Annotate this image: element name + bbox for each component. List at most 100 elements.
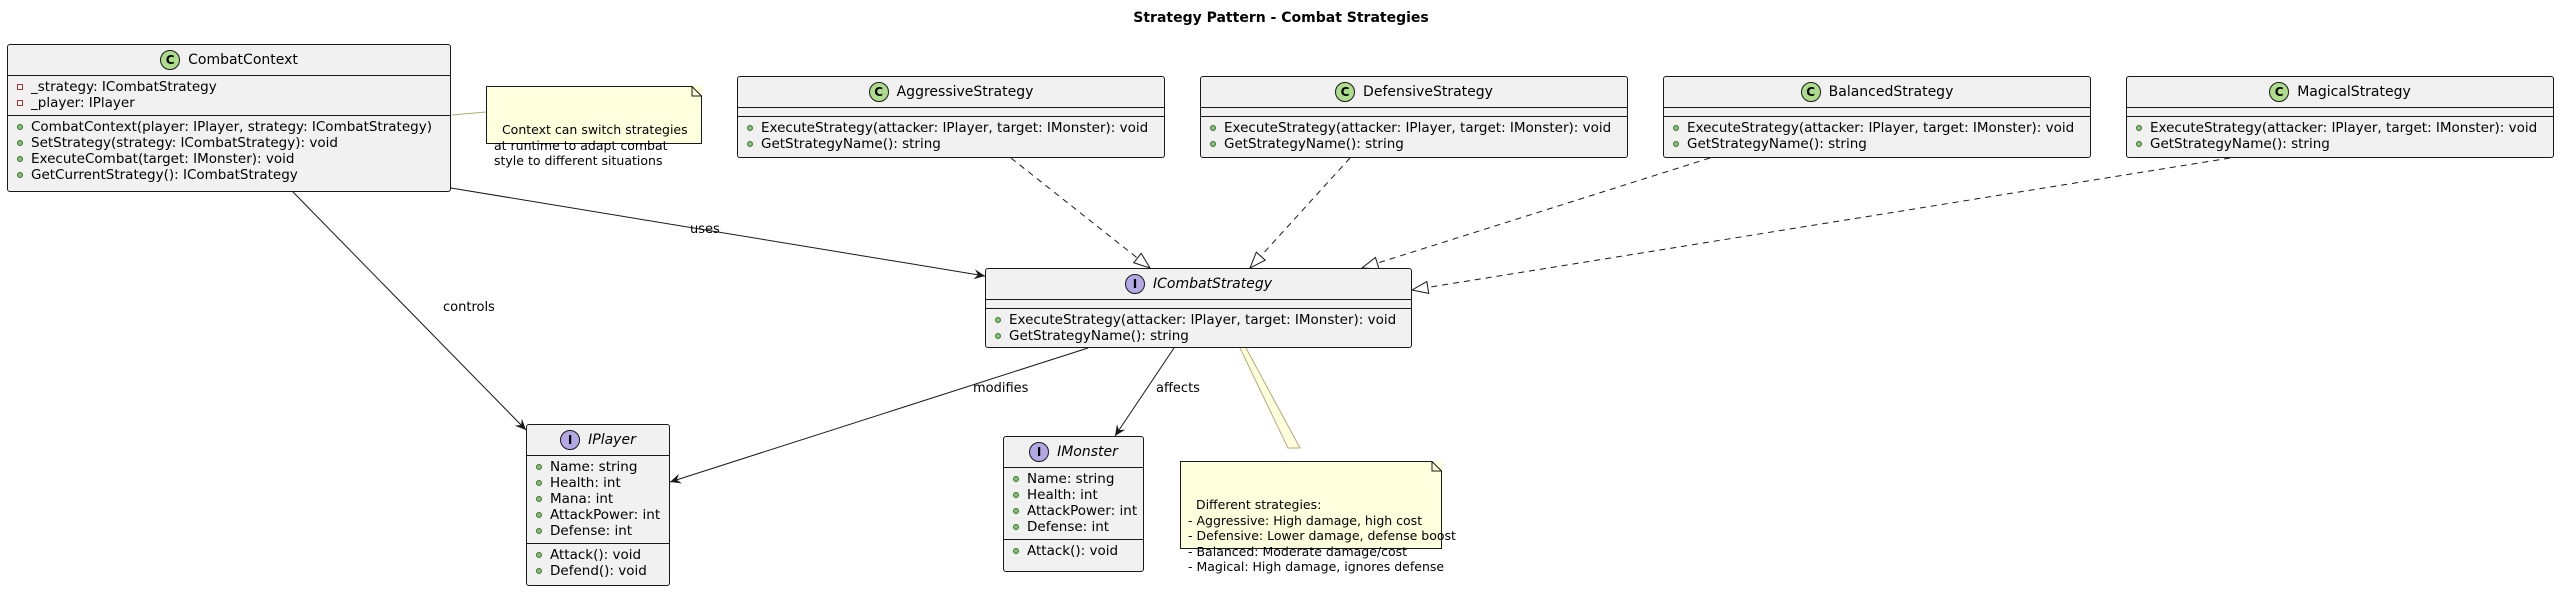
- fields-section: [986, 299, 1411, 308]
- method-text: ExecuteStrategy(attacker: IPlayer, targe…: [1009, 312, 1397, 328]
- methods-section: Attack(): void Defend(): void: [527, 543, 669, 583]
- method-row: ExecuteStrategy(attacker: IPlayer, targe…: [1664, 120, 2090, 136]
- method-text: Attack(): void: [1027, 543, 1119, 559]
- field-text: Defense: int: [1027, 519, 1110, 535]
- public-marker-icon: [14, 140, 26, 146]
- private-marker-icon: [14, 100, 26, 106]
- method-text: Attack(): void: [550, 547, 642, 563]
- realization-defensive: [1250, 157, 1351, 268]
- field-row: Name: string: [1004, 471, 1143, 487]
- method-text: ExecuteStrategy(attacker: IPlayer, targe…: [2150, 120, 2538, 136]
- method-text: GetStrategyName(): string: [1687, 136, 1867, 152]
- public-marker-icon: [1207, 125, 1219, 131]
- interface-icombat-strategy[interactable]: I ICombatStrategy ExecuteStrategy(attack…: [985, 268, 1412, 348]
- class-magical-strategy[interactable]: C MagicalStrategy ExecuteStrategy(attack…: [2126, 76, 2554, 158]
- method-text: GetStrategyName(): string: [1009, 328, 1189, 344]
- methods-section: ExecuteStrategy(attacker: IPlayer, targe…: [1664, 116, 2090, 156]
- method-text: Defend(): void: [550, 563, 647, 579]
- method-text: CombatContext(player: IPlayer, strategy:…: [31, 119, 432, 135]
- method-row: GetStrategyName(): string: [1664, 136, 2090, 152]
- note-context-switch[interactable]: Context can switch strategies at runtime…: [486, 86, 702, 168]
- public-marker-icon: [533, 464, 545, 470]
- field-row: Mana: int: [527, 491, 669, 507]
- field-row: Defense: int: [1004, 519, 1143, 535]
- class-header: C AggressiveStrategy: [738, 77, 1164, 107]
- method-row: ExecuteStrategy(attacker: IPlayer, targe…: [738, 120, 1164, 136]
- method-row: ExecuteStrategy(attacker: IPlayer, targe…: [2127, 120, 2553, 136]
- method-row: GetCurrentStrategy(): ICombatStrategy: [8, 167, 450, 183]
- interface-imonster[interactable]: I IMonster Name: string Health: int Atta…: [1003, 436, 1144, 572]
- field-row: AttackPower: int: [527, 507, 669, 523]
- public-marker-icon: [14, 172, 26, 178]
- public-marker-icon: [533, 568, 545, 574]
- public-marker-icon: [1670, 125, 1682, 131]
- class-name: BalancedStrategy: [1828, 84, 1954, 100]
- field-row: Defense: int: [527, 523, 669, 539]
- class-name: IMonster: [1057, 444, 1118, 460]
- field-text: AttackPower: int: [1027, 503, 1138, 519]
- field-text: _player: IPlayer: [31, 95, 135, 111]
- class-name: DefensiveStrategy: [1363, 84, 1493, 100]
- public-marker-icon: [533, 528, 545, 534]
- edge-label-affects: affects: [1156, 381, 1200, 396]
- note-different-strategies[interactable]: Different strategies: - Aggressive: High…: [1180, 461, 1456, 574]
- field-text: Name: string: [550, 459, 638, 475]
- method-text: SetStrategy(strategy: ICombatStrategy): …: [31, 135, 338, 151]
- class-header: C MagicalStrategy: [2127, 77, 2553, 107]
- class-header: I ICombatStrategy: [986, 269, 1411, 299]
- method-text: ExecuteStrategy(attacker: IPlayer, targe…: [761, 120, 1149, 136]
- field-row: AttackPower: int: [1004, 503, 1143, 519]
- class-name: AggressiveStrategy: [896, 84, 1034, 100]
- method-row: CombatContext(player: IPlayer, strategy:…: [8, 119, 450, 135]
- interface-badge-icon: I: [1029, 442, 1050, 462]
- edge-label-uses: uses: [690, 222, 720, 237]
- note-connector-context: [451, 111, 487, 116]
- fields-section: Name: string Health: int AttackPower: in…: [1004, 467, 1143, 539]
- private-marker-icon: [14, 84, 26, 90]
- interface-badge-icon: I: [1124, 274, 1145, 294]
- class-defensive-strategy[interactable]: C DefensiveStrategy ExecuteStrategy(atta…: [1200, 76, 1628, 158]
- methods-section: ExecuteStrategy(attacker: IPlayer, targe…: [2127, 116, 2553, 156]
- method-row: Attack(): void: [1004, 543, 1143, 559]
- fields-section: [1201, 107, 1627, 116]
- method-row: ExecuteStrategy(attacker: IPlayer, targe…: [986, 312, 1411, 328]
- public-marker-icon: [1010, 548, 1022, 554]
- field-text: _strategy: ICombatStrategy: [31, 79, 217, 95]
- class-balanced-strategy[interactable]: C BalancedStrategy ExecuteStrategy(attac…: [1663, 76, 2091, 158]
- class-header: C DefensiveStrategy: [1201, 77, 1627, 107]
- method-row: GetStrategyName(): string: [738, 136, 1164, 152]
- method-row: Defend(): void: [527, 563, 669, 579]
- field-row: _strategy: ICombatStrategy: [8, 79, 450, 95]
- realization-aggressive: [1010, 157, 1150, 268]
- methods-section: ExecuteStrategy(attacker: IPlayer, targe…: [1201, 116, 1627, 156]
- realization-magical: [1412, 157, 2231, 290]
- class-badge-icon: C: [1335, 82, 1356, 102]
- methods-section: Attack(): void: [1004, 539, 1143, 563]
- public-marker-icon: [1207, 141, 1219, 147]
- field-text: Health: int: [1027, 487, 1098, 503]
- methods-section: ExecuteStrategy(attacker: IPlayer, targe…: [738, 116, 1164, 156]
- interface-iplayer[interactable]: I IPlayer Name: string Health: int Mana:…: [526, 424, 670, 586]
- class-badge-icon: C: [2269, 82, 2290, 102]
- class-combat-context[interactable]: C CombatContext _strategy: ICombatStrate…: [7, 44, 451, 192]
- class-header: I IPlayer: [527, 425, 669, 455]
- field-row: Health: int: [1004, 487, 1143, 503]
- realization-balanced: [1362, 157, 1711, 268]
- public-marker-icon: [744, 141, 756, 147]
- method-row: GetStrategyName(): string: [986, 328, 1411, 344]
- edge-affects: [1114, 347, 1175, 437]
- field-text: AttackPower: int: [550, 507, 661, 523]
- class-aggressive-strategy[interactable]: C AggressiveStrategy ExecuteStrategy(att…: [737, 76, 1165, 158]
- fields-section: [1664, 107, 2090, 116]
- note-text: Context can switch strategies at runtime…: [494, 122, 688, 168]
- field-text: Defense: int: [550, 523, 633, 539]
- method-text: ExecuteStrategy(attacker: IPlayer, targe…: [1224, 120, 1612, 136]
- field-row: Health: int: [527, 475, 669, 491]
- edge-label-modifies: modifies: [973, 381, 1029, 396]
- method-text: GetStrategyName(): string: [1224, 136, 1404, 152]
- public-marker-icon: [2133, 141, 2145, 147]
- edge-label-controls: controls: [443, 300, 495, 315]
- field-text: Health: int: [550, 475, 621, 491]
- public-marker-icon: [533, 552, 545, 558]
- public-marker-icon: [1670, 141, 1682, 147]
